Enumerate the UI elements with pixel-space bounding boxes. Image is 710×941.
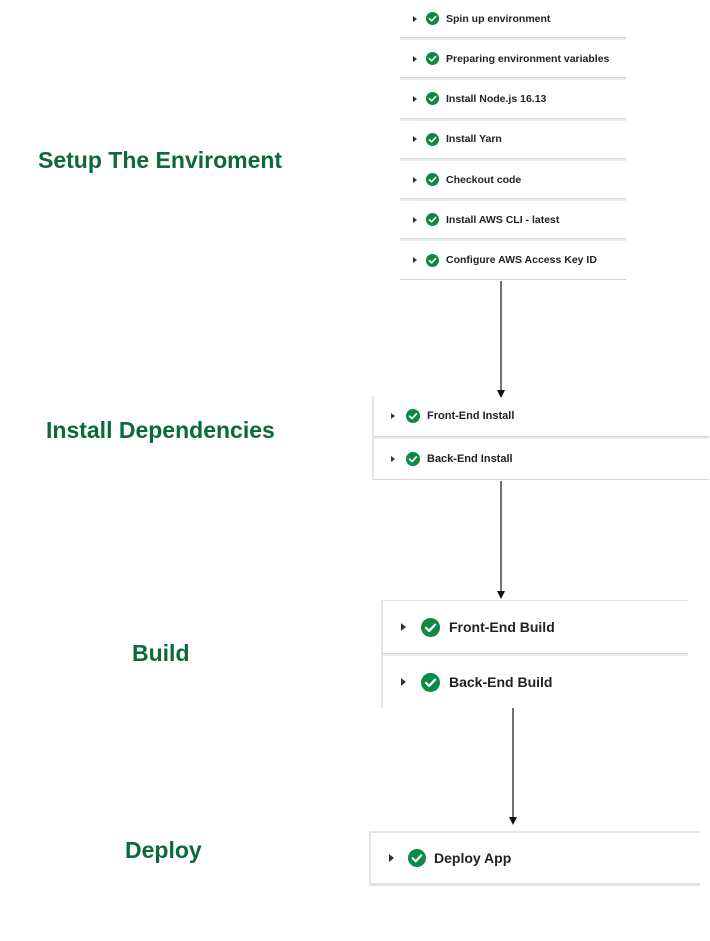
step-label: Preparing environment variables — [446, 52, 610, 65]
step-deploy-app[interactable]: Deploy App — [369, 833, 700, 886]
step-install-nodejs[interactable]: Install Node.js 16.13 — [400, 78, 626, 119]
step-back-end-install[interactable]: Back-End Install — [372, 437, 709, 480]
step-label: Install Yarn — [446, 133, 502, 146]
step-label: Back-End Build — [449, 674, 553, 690]
check-circle-icon — [408, 849, 426, 867]
caret-right-icon[interactable] — [389, 854, 394, 862]
step-front-end-build[interactable]: Front-End Build — [381, 601, 688, 654]
caret-right-icon[interactable] — [413, 136, 417, 143]
caret-right-icon[interactable] — [391, 413, 395, 419]
check-circle-icon — [426, 132, 439, 146]
step-spin-up-environment[interactable]: Spin up environment — [400, 0, 626, 38]
step-install-yarn[interactable]: Install Yarn — [400, 118, 626, 159]
check-circle-icon — [426, 253, 439, 267]
caret-right-icon[interactable] — [413, 216, 417, 223]
step-label: Checkout code — [446, 173, 522, 186]
step-front-end-install[interactable]: Front-End Install — [372, 396, 709, 437]
stage-label-install-dependencies: Install Dependencies — [46, 417, 275, 443]
check-circle-icon — [426, 173, 439, 187]
step-label: Spin up environment — [446, 12, 551, 25]
caret-right-icon[interactable] — [401, 678, 406, 686]
step-label: Back-End Install — [427, 453, 513, 465]
install-steps-panel: Front-End Install Back-End Install — [372, 396, 709, 480]
step-label: Front-End Install — [427, 410, 515, 422]
step-label: Install AWS CLI - latest — [446, 213, 560, 226]
step-label: Configure AWS Access Key ID — [446, 254, 597, 267]
step-label: Deploy App — [434, 850, 512, 866]
step-install-aws-cli[interactable]: Install AWS CLI - latest — [400, 199, 626, 240]
step-back-end-build[interactable]: Back-End Build — [381, 654, 688, 708]
check-circle-icon — [421, 672, 440, 692]
step-configure-aws-access-key[interactable]: Configure AWS Access Key ID — [400, 239, 626, 280]
caret-right-icon[interactable] — [391, 456, 395, 462]
caret-right-icon[interactable] — [413, 15, 417, 22]
step-label: Install Node.js 16.13 — [446, 92, 547, 105]
check-circle-icon — [421, 617, 440, 637]
check-circle-icon — [426, 213, 439, 227]
check-circle-icon — [426, 52, 439, 66]
deploy-steps-panel: Deploy App — [369, 831, 700, 886]
check-circle-icon — [426, 92, 439, 106]
check-circle-icon — [426, 12, 439, 25]
check-circle-icon — [406, 452, 420, 466]
caret-right-icon[interactable] — [413, 55, 417, 62]
step-label: Front-End Build — [449, 619, 555, 635]
caret-right-icon[interactable] — [413, 176, 417, 183]
check-circle-icon — [406, 409, 420, 423]
stage-label-deploy: Deploy — [125, 837, 202, 863]
build-steps-panel: Front-End Build Back-End Build — [381, 600, 688, 708]
step-checkout-code[interactable]: Checkout code — [400, 158, 626, 200]
stage-label-setup: Setup The Enviroment — [38, 147, 283, 173]
stage-label-build: Build — [132, 640, 190, 666]
setup-steps-panel: Spin up environment Preparing environmen… — [400, 0, 626, 280]
caret-right-icon[interactable] — [413, 95, 417, 102]
step-preparing-environment-variables[interactable]: Preparing environment variables — [400, 38, 626, 79]
caret-right-icon[interactable] — [413, 257, 417, 264]
caret-right-icon[interactable] — [401, 623, 406, 631]
